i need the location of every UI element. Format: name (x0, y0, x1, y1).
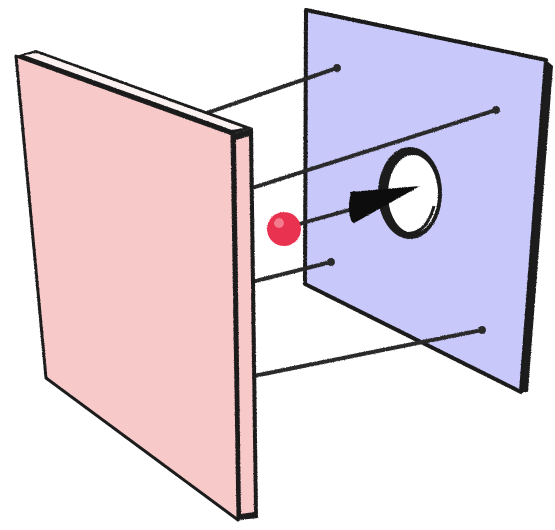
rod-top-right (250, 108, 498, 190)
ball-highlight (274, 218, 284, 228)
hole-opening (388, 155, 438, 233)
pointer-cone (349, 186, 420, 223)
back-panel-edge (521, 60, 553, 392)
rod-top-left (202, 66, 339, 116)
circular-hole (378, 147, 442, 239)
rod-end-top-right (492, 106, 500, 114)
rod-bottom-left (250, 260, 333, 284)
hole-inner-shadow (396, 205, 436, 235)
rod-end-bottom-left (327, 258, 335, 266)
rod-end-bottom-right (478, 326, 486, 334)
rod-ball-axis (290, 206, 358, 228)
cone-base (349, 191, 359, 223)
front-panel-outline (14, 54, 240, 522)
rod-bottom-right (252, 328, 484, 378)
rods (202, 64, 500, 378)
back-panel-outline (303, 8, 547, 285)
red-ball (267, 212, 301, 246)
front-panel-face (16, 56, 238, 520)
front-panel (14, 50, 258, 522)
cone-body (350, 186, 420, 222)
rod-end-top-left (333, 64, 341, 72)
ball-body (267, 212, 301, 246)
front-panel-top-edge-light (24, 53, 244, 130)
front-panel-right-edge-light (236, 136, 254, 514)
